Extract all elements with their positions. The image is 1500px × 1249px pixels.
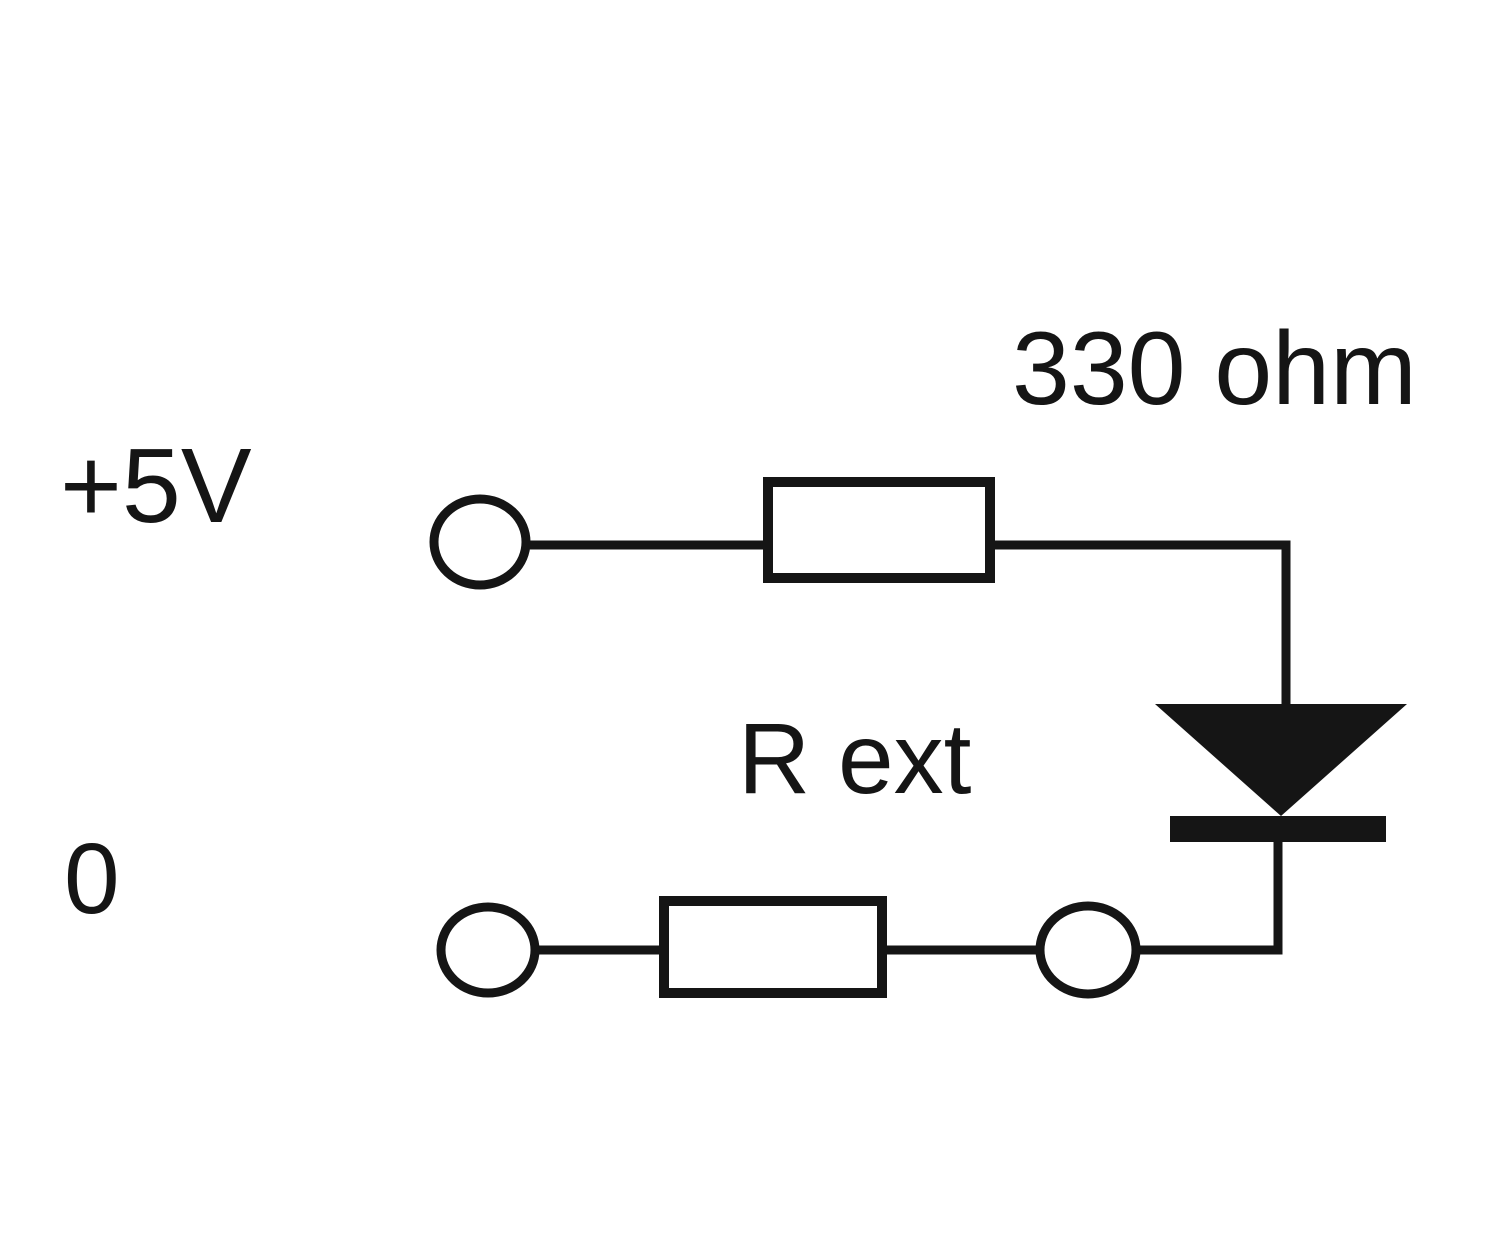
bottom-left-terminal-icon: [436, 902, 540, 998]
external-resistor-body: [659, 896, 887, 998]
diode-cathode-bar-icon: [1170, 816, 1386, 842]
series-resistor-body: [763, 477, 995, 583]
series-resistor-value-label: 330 ohm: [1012, 311, 1417, 427]
wire-diode-cathode-to-bottom-row: [1136, 842, 1283, 955]
ground-rail-label: 0: [64, 823, 120, 935]
top-left-terminal-icon: [429, 494, 531, 590]
external-resistor-name-label: R ext: [738, 703, 972, 815]
diode-triangle-icon: [1155, 704, 1407, 816]
bottom-mid-terminal-icon: [1035, 901, 1141, 999]
supply-rail-label: +5V: [60, 427, 252, 545]
wire-resistor-to-diode-anode: [988, 540, 1291, 708]
